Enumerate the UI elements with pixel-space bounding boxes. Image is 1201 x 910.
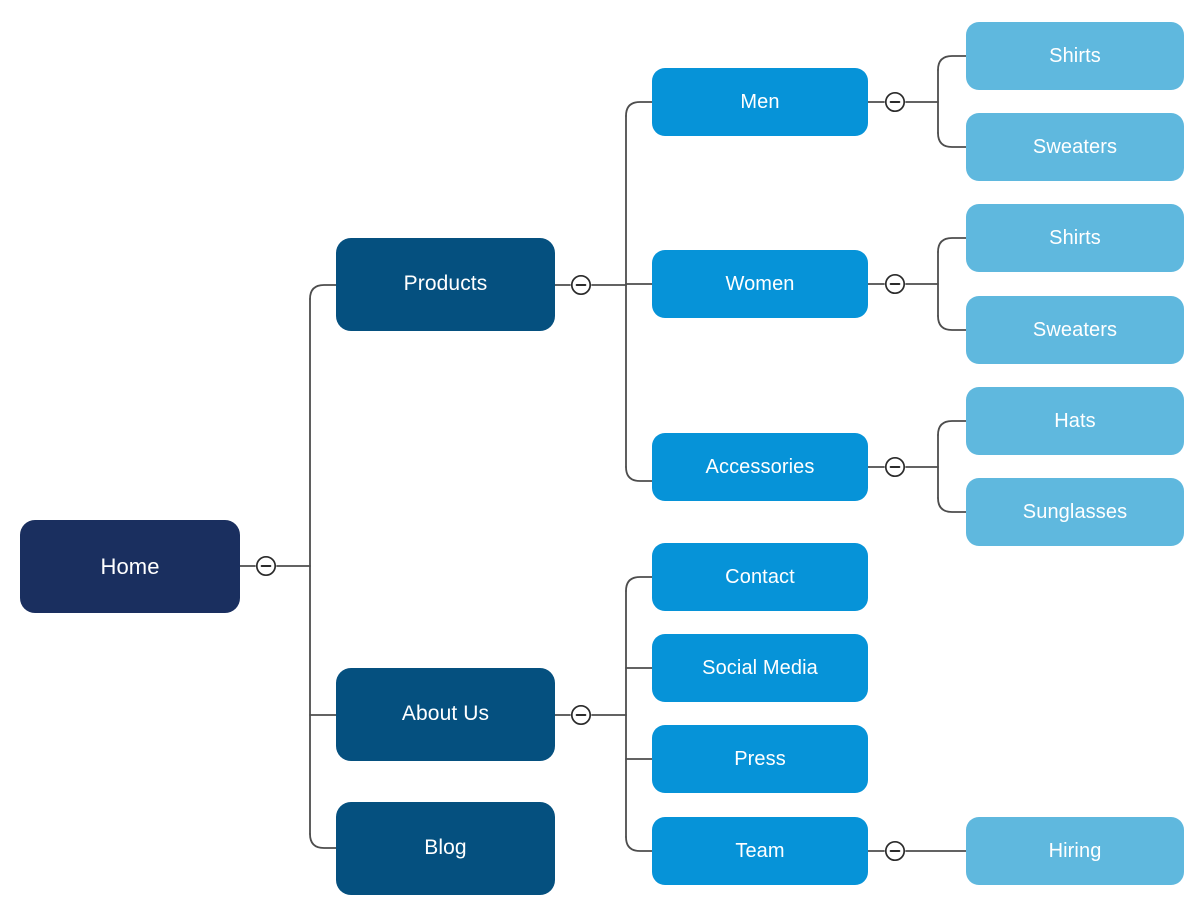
node-men-label: Men [740,90,780,113]
edge-women-to-shirts [937,237,967,253]
edge-men-to-sweaters [937,132,967,148]
minus-circle-icon-about-us[interactable] [570,704,592,726]
node-contact[interactable]: Contact [652,543,868,611]
node-women-shirts-label: Shirts [1049,226,1101,249]
node-men-shirts-label: Shirts [1049,44,1101,67]
node-home-label: Home [100,553,160,579]
edge-home-to-blog [309,833,337,849]
node-men-shirts[interactable]: Shirts [966,22,1184,90]
node-hiring[interactable]: Hiring [966,817,1184,885]
node-women-shirts[interactable]: Shirts [966,204,1184,272]
node-products[interactable]: Products [336,238,555,331]
node-products-label: Products [403,272,488,296]
node-hiring-label: Hiring [1048,839,1102,862]
edge-products-to-men [625,101,653,117]
node-women-sweaters-label: Sweaters [1032,318,1118,341]
node-men-sweaters-label: Sweaters [1032,135,1118,158]
minus-circle-icon-accessories[interactable] [884,456,906,478]
edge-home-to-products [309,284,337,300]
edge-accessories-to-sunglasses [937,497,967,513]
node-women-sweaters[interactable]: Sweaters [966,296,1184,364]
node-men-sweaters[interactable]: Sweaters [966,113,1184,181]
node-press[interactable]: Press [652,725,868,793]
node-sunglasses-label: Sunglasses [1022,500,1128,523]
edge-women-to-sweaters [937,315,967,331]
node-team-label: Team [735,839,785,862]
edge-accessories-to-hats [937,420,967,436]
node-men[interactable]: Men [652,68,868,136]
node-accessories-label: Accessories [705,455,815,478]
minus-circle-icon-products[interactable] [570,274,592,296]
node-accessories[interactable]: Accessories [652,433,868,501]
node-team[interactable]: Team [652,817,868,885]
edge-products-to-accessories [625,466,653,482]
node-press-label: Press [734,747,786,770]
node-contact-label: Contact [725,565,795,588]
node-about-us[interactable]: About Us [336,668,555,761]
node-women-label: Women [725,272,795,295]
node-women[interactable]: Women [652,250,868,318]
edge-men-to-shirts [937,55,967,71]
minus-circle-icon-home[interactable] [255,555,277,577]
node-about-us-label: About Us [401,702,490,726]
node-sunglasses[interactable]: Sunglasses [966,478,1184,546]
node-hats[interactable]: Hats [966,387,1184,455]
node-social-media-label: Social Media [702,656,818,679]
node-hats-label: Hats [1054,409,1096,432]
node-blog-label: Blog [424,836,467,860]
node-home[interactable]: Home [20,520,240,613]
node-blog[interactable]: Blog [336,802,555,895]
minus-circle-icon-men[interactable] [884,91,906,113]
edge-about-us-to-contact [625,576,653,592]
node-social-media[interactable]: Social Media [652,634,868,702]
edge-about-us-to-team [625,836,653,852]
minus-circle-icon-team[interactable] [884,840,906,862]
minus-circle-icon-women[interactable] [884,273,906,295]
